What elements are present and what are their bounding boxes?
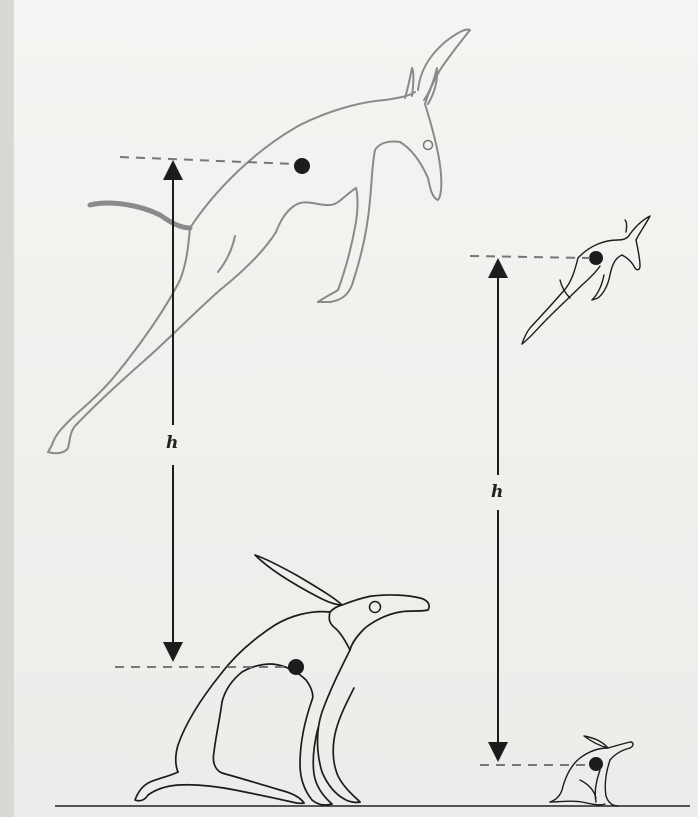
height-arrows (173, 170, 498, 752)
height-label-right: h (491, 484, 503, 501)
dashed-line-large-top (120, 157, 295, 164)
height-label-left: h (166, 435, 178, 452)
center-of-mass-dot (288, 659, 304, 675)
reference-lines (115, 157, 590, 765)
center-of-mass-dot (294, 158, 310, 174)
dashed-line-small-top (470, 256, 590, 258)
small-antelope-jumping-icon (522, 216, 650, 344)
center-of-mass-dot (589, 251, 603, 265)
large-antelope-crouched-icon (135, 555, 429, 805)
small-antelope-crouched-icon (550, 736, 633, 806)
large-antelope-jumping-icon (48, 30, 470, 454)
center-of-mass-dot (589, 757, 603, 771)
